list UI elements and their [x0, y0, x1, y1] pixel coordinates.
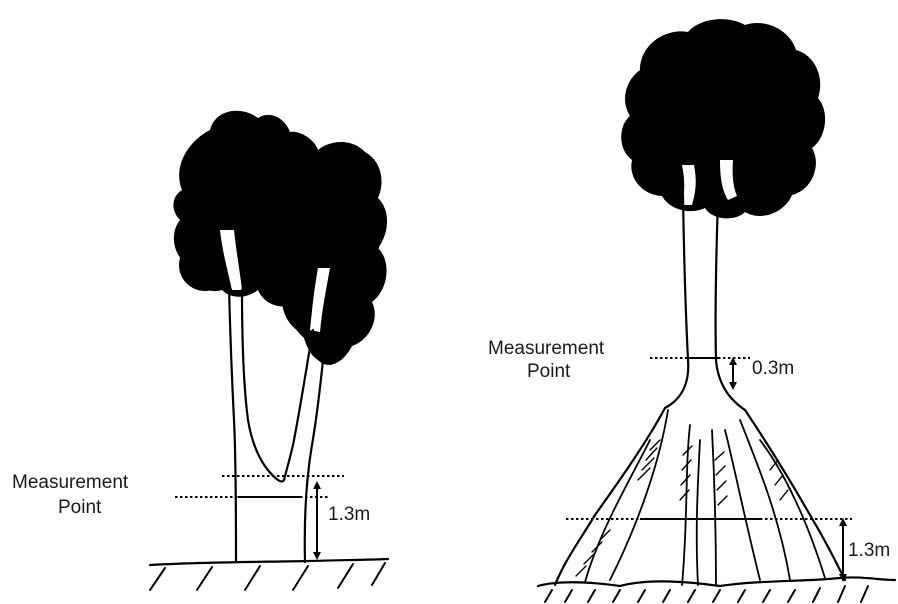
right-measurement-lines — [566, 358, 852, 578]
left-tree-crown — [173, 111, 387, 365]
right-tree-figure: Measurement Point 0.3m 1.3m — [488, 19, 895, 602]
left-measurement-lines — [175, 476, 344, 556]
right-measurement-label-line1: Measurement — [488, 338, 605, 359]
right-tree-trunk — [555, 160, 845, 585]
left-height-value: 1.3m — [328, 504, 370, 525]
left-tree-figure: Measurement Point 1.3m — [12, 111, 388, 590]
right-upper-value: 0.3m — [752, 358, 794, 379]
left-ground — [150, 559, 388, 590]
left-measurement-label-line1: Measurement — [12, 472, 129, 493]
left-measurement-label-line2: Point — [58, 497, 102, 518]
right-lower-value: 1.3m — [848, 540, 890, 561]
right-measurement-label-line2: Point — [527, 361, 571, 382]
